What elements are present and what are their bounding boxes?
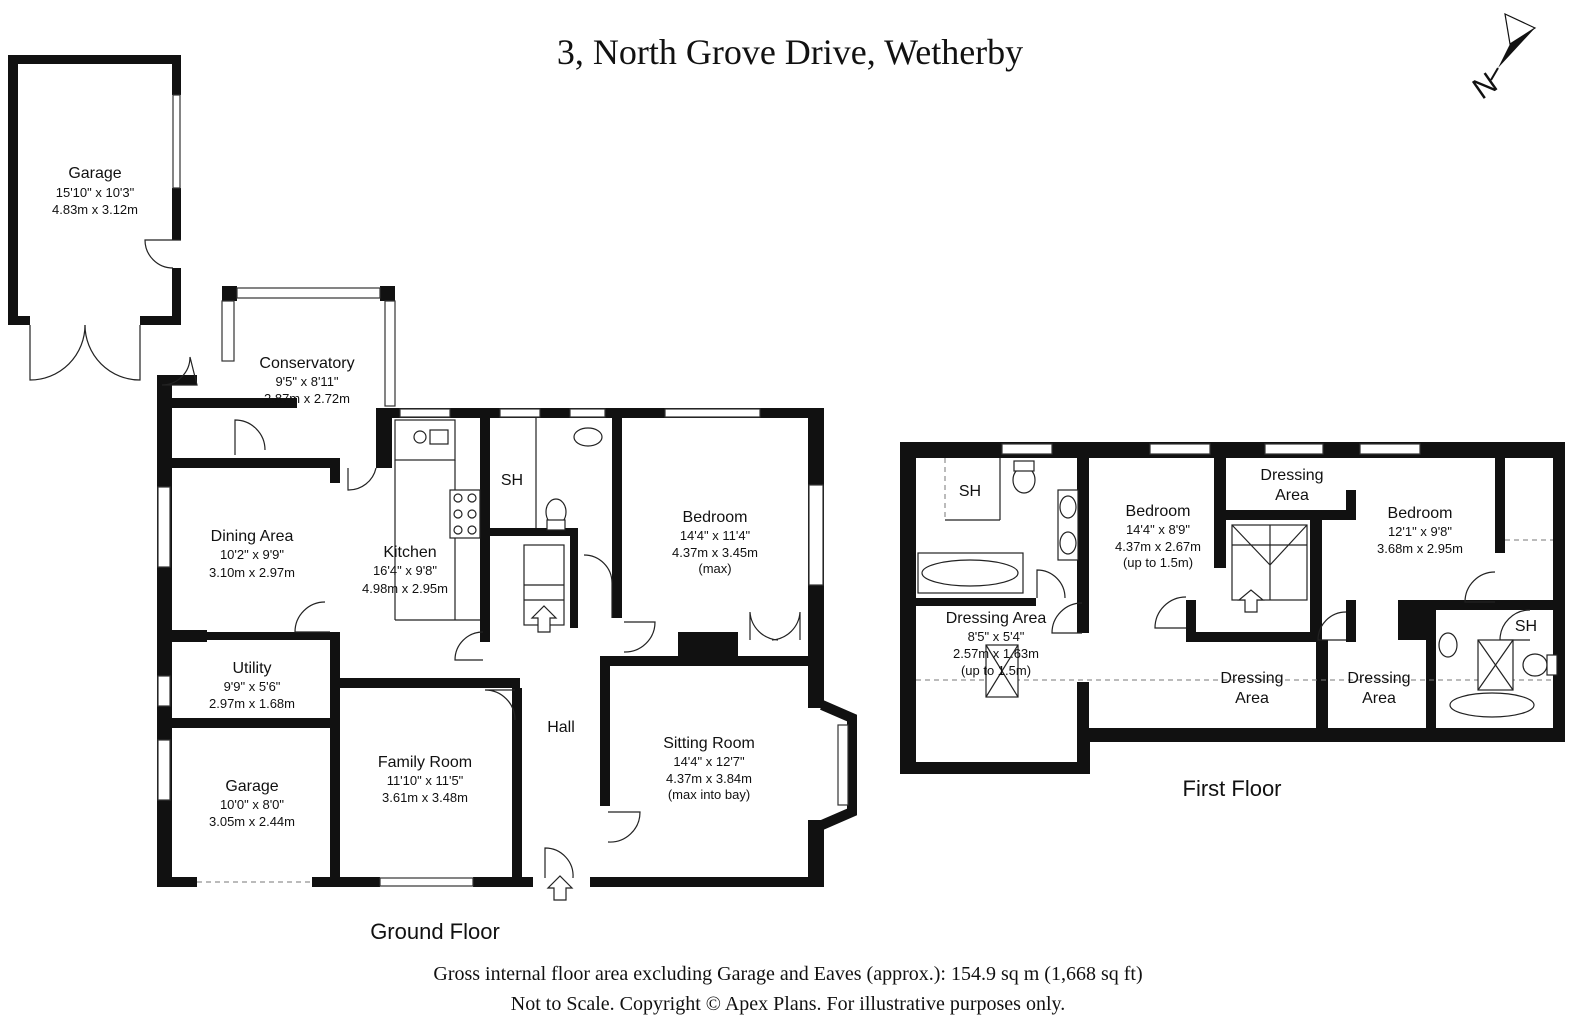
room-name-line2: Area [1275,487,1309,504]
room-imperial: 8'5" x 5'4" [968,629,1025,644]
room-sitting-room: Sitting Room 14'4" x 12'7" 4.37m x 3.84m… [663,735,755,802]
room-dressing-area-bottom-middle: Dressing Area [1220,670,1283,707]
room-imperial: 14'4" x 12'7" [673,754,745,769]
room-imperial: 10'0" x 8'0" [220,797,284,812]
room-note: (max into bay) [668,787,750,802]
room-note: (up to 1.5m) [1123,555,1193,570]
room-metric: 4.37m x 3.84m [666,771,752,786]
room-garage-integral: Garage 10'0" x 8'0" 3.05m x 2.44m [209,778,295,829]
room-shower-ground: SH [501,472,523,489]
room-name: Family Room [378,754,472,771]
room-family-room: Family Room 11'10" x 11'5" 3.61m x 3.48m [378,754,472,805]
floor-area-statement: Gross internal floor area excluding Gara… [433,963,1142,985]
room-name: Garage [225,778,278,795]
room-name: SH [959,483,981,500]
room-metric: 3.05m x 2.44m [209,814,295,829]
room-name: SH [501,472,523,489]
room-name-line2: Area [1235,690,1269,707]
room-name: SH [1515,618,1537,635]
room-metric: 2.97m x 1.68m [209,696,295,711]
room-shower-first-left: SH [959,483,981,500]
room-imperial: 9'9" x 5'6" [224,679,281,694]
room-note: (max) [698,561,731,576]
room-dining-area: Dining Area 10'2" x 9'9" 3.10m x 2.97m [209,528,295,580]
room-garage-detached: Garage 15'10" x 10'3" 4.83m x 3.12m [52,165,138,217]
room-imperial: 15'10" x 10'3" [56,185,135,200]
room-name: Utility [232,660,271,677]
first-floor-fixtures [917,460,1558,718]
room-bedroom-ground: Bedroom 14'4" x 11'4" 4.37m x 3.45m (max… [672,509,758,576]
room-metric: 4.98m x 2.95m [362,581,448,596]
room-imperial: 12'1" x 9'8" [1388,524,1452,539]
room-dressing-area-top: Dressing Area [1260,467,1323,504]
room-imperial: 14'4" x 11'4" [680,528,751,543]
room-dressing-area-first-left: Dressing Area 8'5" x 5'4" 2.57m x 1.63m … [946,610,1047,678]
ground-floor-label: Ground Floor [370,919,500,944]
room-name: Conservatory [259,355,354,372]
copyright-statement: Not to Scale. Copyright © Apex Plans. Fo… [511,993,1065,1015]
room-metric: 4.37m x 2.67m [1115,539,1201,554]
room-shower-first-right: SH [1515,618,1537,635]
room-metric: 3.10m x 2.97m [209,565,295,580]
room-conservatory: Conservatory 9'5" x 8'11" 2.87m x 2.72m [259,355,354,406]
room-dressing-area-bottom-right: Dressing Area [1347,670,1410,707]
room-metric: 3.68m x 2.95m [1377,541,1463,556]
room-metric: 2.87m x 2.72m [264,391,350,406]
first-floor-walls [900,442,1565,774]
room-imperial: 9'5" x 8'11" [275,374,338,389]
ground-floor-fixtures [394,418,603,633]
room-name: Bedroom [1126,503,1191,520]
room-imperial: 14'4" x 8'9" [1126,522,1190,537]
first-floor-partitions [916,458,1553,681]
room-name-line1: Dressing [1220,670,1283,687]
first-floor-label: First Floor [1183,776,1282,801]
room-metric: 3.61m x 3.48m [382,790,468,805]
room-bedroom-first-right: Bedroom 12'1" x 9'8" 3.68m x 2.95m [1377,505,1463,556]
first-floor-plan: SH Dressing Area 8'5" x 5'4" 2.57m x 1.6… [900,442,1565,801]
room-name: Dining Area [211,528,294,545]
ground-floor-plan: Garage 15'10" x 10'3" 4.83m x 3.12m Cons… [8,55,857,944]
room-note: (up to 1.5m) [961,663,1031,678]
room-imperial: 11'10" x 11'5" [387,773,464,788]
ground-floor-walls [157,286,857,887]
room-kitchen: Kitchen 16'4" x 9'8" 4.98m x 2.95m [362,544,448,596]
room-name-line2: Area [1362,690,1396,707]
room-name-line1: Dressing [1260,467,1323,484]
ground-floor-doors [161,356,801,901]
room-metric: 4.37m x 3.45m [672,545,758,560]
room-imperial: 10'2" x 9'9" [220,547,284,562]
property-title: 3, North Grove Drive, Wetherby [557,32,1023,72]
room-name: Dressing Area [946,610,1047,627]
room-name: Bedroom [683,509,748,526]
first-floor-doors [1036,569,1531,641]
room-utility: Utility 9'9" x 5'6" 2.97m x 1.68m [209,660,295,711]
room-metric: 2.57m x 1.63m [953,646,1039,661]
room-hall: Hall [547,719,575,736]
room-name: Bedroom [1388,505,1453,522]
room-name-line1: Dressing [1347,670,1410,687]
room-name: Sitting Room [663,735,755,752]
north-label: N [1467,66,1504,105]
room-metric: 4.83m x 3.12m [52,202,138,217]
room-name: Hall [547,719,575,736]
room-bedroom-first-middle: Bedroom 14'4" x 8'9" 4.37m x 2.67m (up t… [1115,503,1201,570]
room-name: Garage [68,165,121,182]
detached-garage-walls [8,55,181,381]
room-name: Kitchen [383,544,436,561]
room-imperial: 16'4" x 9'8" [373,563,437,578]
north-arrow-icon: N [1467,12,1537,106]
